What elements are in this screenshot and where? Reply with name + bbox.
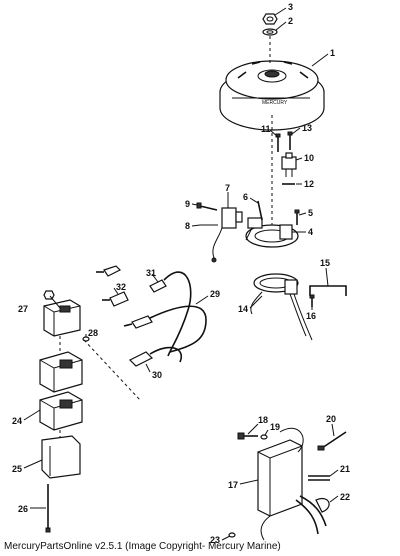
callout-23: 23 [210, 535, 220, 545]
coil-7[interactable] [221, 207, 243, 229]
callout-5: 5 [308, 208, 313, 218]
callout-3: 3 [288, 2, 293, 12]
svg-text:MERCURY: MERCURY [262, 100, 288, 106]
callout-14: 14 [238, 304, 248, 314]
callout-24: 24 [12, 416, 22, 426]
copyright-footer: MercuryPartsOnline v2.5.1 (Image Copyrig… [4, 541, 281, 552]
flywheel-nut[interactable] [262, 13, 278, 25]
coil-middle[interactable] [39, 351, 83, 393]
callout-8: 8 [185, 221, 190, 231]
callout-17: 17 [228, 480, 238, 490]
callout-20: 20 [326, 414, 336, 424]
switch-box-17[interactable] [257, 427, 327, 541]
bolt-27[interactable] [43, 290, 55, 300]
leader-lines [23, 7, 339, 541]
callout-4: 4 [308, 227, 313, 237]
coil-24[interactable] [39, 391, 83, 431]
clamp-22[interactable] [315, 498, 330, 513]
coil-cover-27[interactable] [43, 299, 81, 337]
callout-labels: 1 2 3 4 5 6 7 8 9 10 11 12 13 14 15 16 1… [12, 2, 350, 545]
callout-21: 21 [340, 464, 350, 474]
callout-25: 25 [12, 464, 22, 474]
callout-2: 2 [288, 16, 293, 26]
callout-26: 26 [18, 504, 28, 514]
callout-27: 27 [18, 304, 28, 314]
screw-16[interactable] [309, 294, 315, 307]
bracket-15[interactable] [309, 285, 347, 296]
callout-1: 1 [330, 48, 335, 58]
callout-22: 22 [340, 492, 350, 502]
bracket-10[interactable] [281, 152, 297, 177]
lead-29[interactable] [123, 305, 207, 353]
lead-8[interactable] [200, 224, 223, 263]
stud-26[interactable] [45, 484, 51, 533]
callout-29: 29 [210, 289, 220, 299]
screw-23[interactable] [228, 532, 236, 538]
callout-15: 15 [320, 258, 330, 268]
bolt-6[interactable] [257, 200, 263, 221]
screw-18[interactable] [237, 432, 258, 440]
screw-13[interactable] [287, 131, 293, 150]
callout-6: 6 [243, 192, 248, 202]
tie-strap-20[interactable] [317, 431, 347, 451]
callout-32: 32 [116, 282, 126, 292]
boot-31[interactable] [149, 271, 192, 357]
bracket-25[interactable] [41, 435, 81, 479]
callout-18: 18 [258, 415, 268, 425]
callout-7: 7 [225, 183, 230, 193]
callout-9: 9 [185, 199, 190, 209]
clip-21[interactable] [308, 475, 330, 481]
callout-10: 10 [304, 153, 314, 163]
flywheel[interactable]: MERCURY [219, 60, 325, 131]
screw-9[interactable] [196, 202, 218, 211]
spark-plug-upper[interactable] [96, 265, 122, 277]
callout-12: 12 [304, 179, 314, 189]
callout-13: 13 [302, 123, 312, 133]
washer-19[interactable] [260, 434, 268, 440]
flywheel-washer[interactable] [262, 28, 278, 36]
trigger-ring[interactable] [245, 217, 299, 248]
boot-32[interactable] [102, 291, 129, 307]
callout-16: 16 [306, 311, 316, 321]
callout-28: 28 [88, 328, 98, 338]
sensor-ring-14[interactable] [250, 273, 313, 341]
callout-30: 30 [152, 370, 162, 380]
callout-19: 19 [270, 422, 280, 432]
lead-30[interactable] [128, 346, 183, 367]
callout-11: 11 [261, 124, 271, 134]
callout-31: 31 [146, 268, 156, 278]
screw-5[interactable] [294, 209, 300, 225]
